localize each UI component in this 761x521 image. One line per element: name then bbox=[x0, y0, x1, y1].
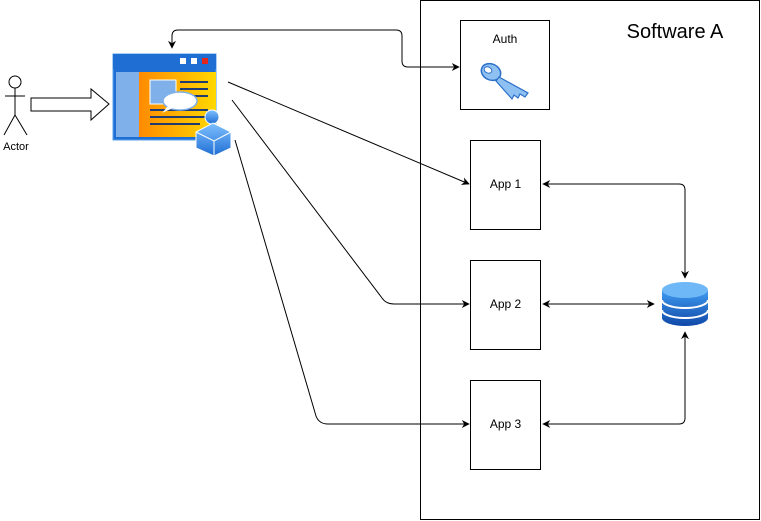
key-icon bbox=[480, 62, 529, 101]
app-1-label: App 1 bbox=[489, 177, 522, 191]
actor-to-client-arrow bbox=[30, 87, 110, 122]
app-2-label: App 2 bbox=[489, 297, 522, 311]
auth-label: Auth bbox=[492, 32, 518, 46]
container-title: Software A bbox=[626, 21, 724, 43]
client-to-app-3-connector bbox=[234, 139, 470, 428]
app-2-box[interactable] bbox=[470, 260, 541, 350]
app-3-label: App 3 bbox=[489, 417, 522, 431]
web-client-icon[interactable] bbox=[112, 53, 232, 157]
app-3-box[interactable] bbox=[470, 380, 541, 470]
app-1-box[interactable] bbox=[470, 140, 541, 230]
client-to-app-2-connector bbox=[231, 99, 470, 308]
app-1-db-connector bbox=[542, 180, 689, 279]
auth-box[interactable] bbox=[460, 20, 550, 110]
actor-icon bbox=[3, 75, 28, 136]
app-3-db-connector bbox=[542, 331, 689, 428]
database-icon[interactable] bbox=[661, 282, 709, 326]
client-to-app-1-connector bbox=[227, 81, 470, 185]
actor-label: Actor bbox=[3, 141, 29, 153]
auth-client-connector bbox=[168, 29, 460, 71]
